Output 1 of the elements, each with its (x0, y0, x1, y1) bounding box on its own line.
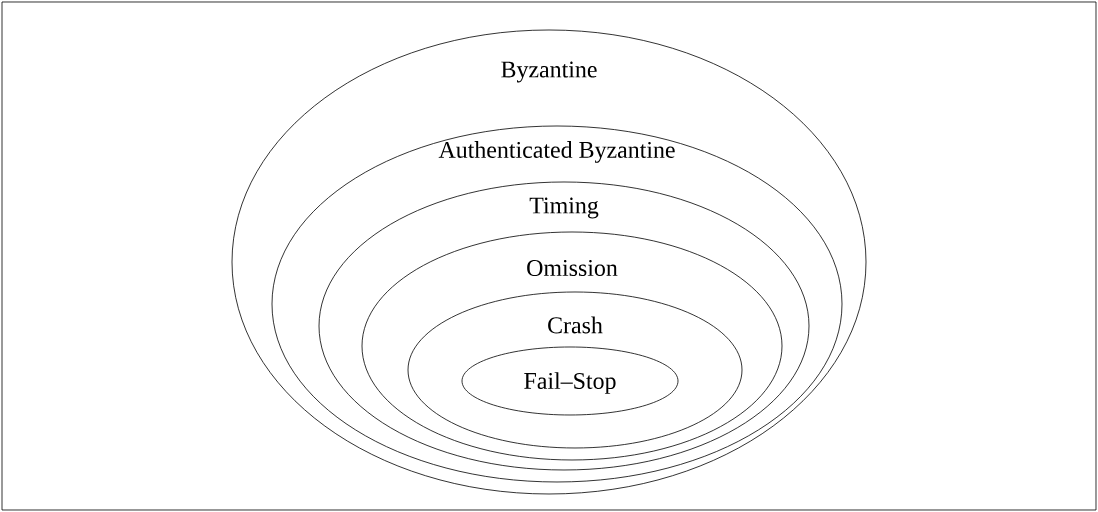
ellipse-region: Fail–Stop (461, 346, 679, 416)
